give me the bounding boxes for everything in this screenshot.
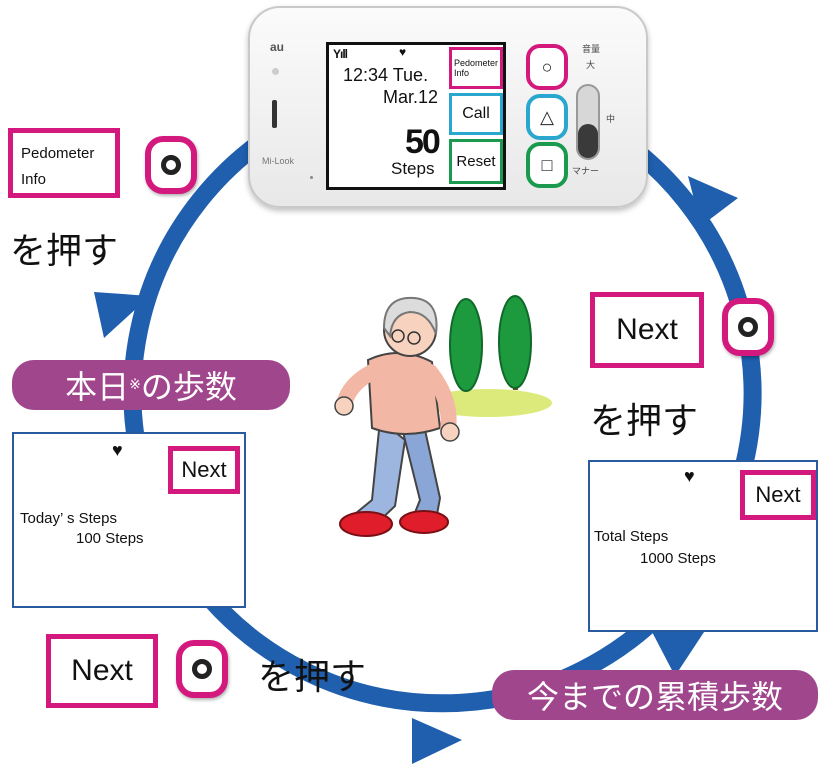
heart-icon: ♥ [684,466,695,486]
total-steps-pill: 今までの累積歩数 [492,670,818,720]
indicator-light [272,68,279,75]
device-screen: Yıll ♥ 12:34 Tue. Mar.12 50 Steps Pedome… [326,42,506,190]
reset-softkey[interactable]: Reset [449,139,503,184]
next-label-box-bottom: Next [46,634,158,708]
total-steps-value: 1000 Steps [640,550,716,567]
total-steps-screen: ♥ Next Total Steps 1000 Steps [588,460,818,632]
screen-date: Mar.12 [383,87,439,107]
circle-icon [192,659,212,679]
note-mark: ※ [129,377,141,393]
tree-icon [449,298,483,392]
next-label-box-right: Next [590,292,704,368]
todays-steps-pill-suffix: の歩数 [140,368,237,406]
next-softkey[interactable]: Next [740,470,816,520]
arrowhead-right-upper [688,176,738,226]
tree-icon [498,295,532,389]
todays-steps-value: 100 Steps [76,530,144,547]
arrowhead-bottom [412,718,462,764]
circle-button[interactable]: ○ [526,44,568,90]
device-slot [272,100,277,128]
call-softkey[interactable]: Call [449,93,503,135]
volume-label: 音量 [582,44,601,54]
todays-steps-pill-text: 本日 [65,368,130,406]
circle-button-step1[interactable] [145,136,197,194]
circle-icon [161,155,181,175]
triangle-button[interactable]: △ [526,94,568,140]
heart-icon: ♥ [112,440,123,460]
arrowhead-left [94,292,150,338]
next-softkey[interactable]: Next [168,446,240,494]
model-name: Mi-Look [262,156,295,166]
todays-steps-screen: ♥ Next Today’ s Steps 100 Steps [12,432,246,608]
grass-patch [424,389,552,417]
heart-icon: ♥ [399,45,407,59]
press-instruction-1: を押す [10,231,119,272]
brand-logo: au [270,40,285,54]
pedometer-device: au Mi-Look Yıll ♥ 12:34 Tue. Mar.12 50 S… [248,6,648,208]
square-button[interactable]: □ [526,142,568,188]
circle-button-step3[interactable] [176,640,228,698]
signal-icon: Yıll [333,47,348,61]
volume-medium-label: 中 [606,114,616,124]
circle-icon [738,317,758,337]
press-instruction-2: を押す [590,401,699,442]
total-steps-title: Total Steps [594,528,669,545]
circle-button-step2[interactable] [722,298,774,356]
volume-slider-knob[interactable] [578,124,598,158]
volume-large-label: 大 [586,60,596,70]
press-instruction-3: を押す [258,657,367,698]
pedometer-info-softkey[interactable]: Pedometer Info [449,47,503,89]
microphone-dot [310,176,313,179]
arrowhead-right-lower [650,626,708,676]
step-count: 50 [405,123,441,161]
screen-time: 12:34 Tue. [343,65,429,85]
walking-person-icon [334,296,460,537]
todays-steps-pill: 本日※の歩数 [12,360,290,410]
manner-mode-label: マナー [572,166,600,176]
todays-steps-title: Today’ s Steps [20,510,117,527]
steps-label: Steps [391,159,435,178]
pedometer-info-label-box: Pedometer Info [8,128,120,198]
